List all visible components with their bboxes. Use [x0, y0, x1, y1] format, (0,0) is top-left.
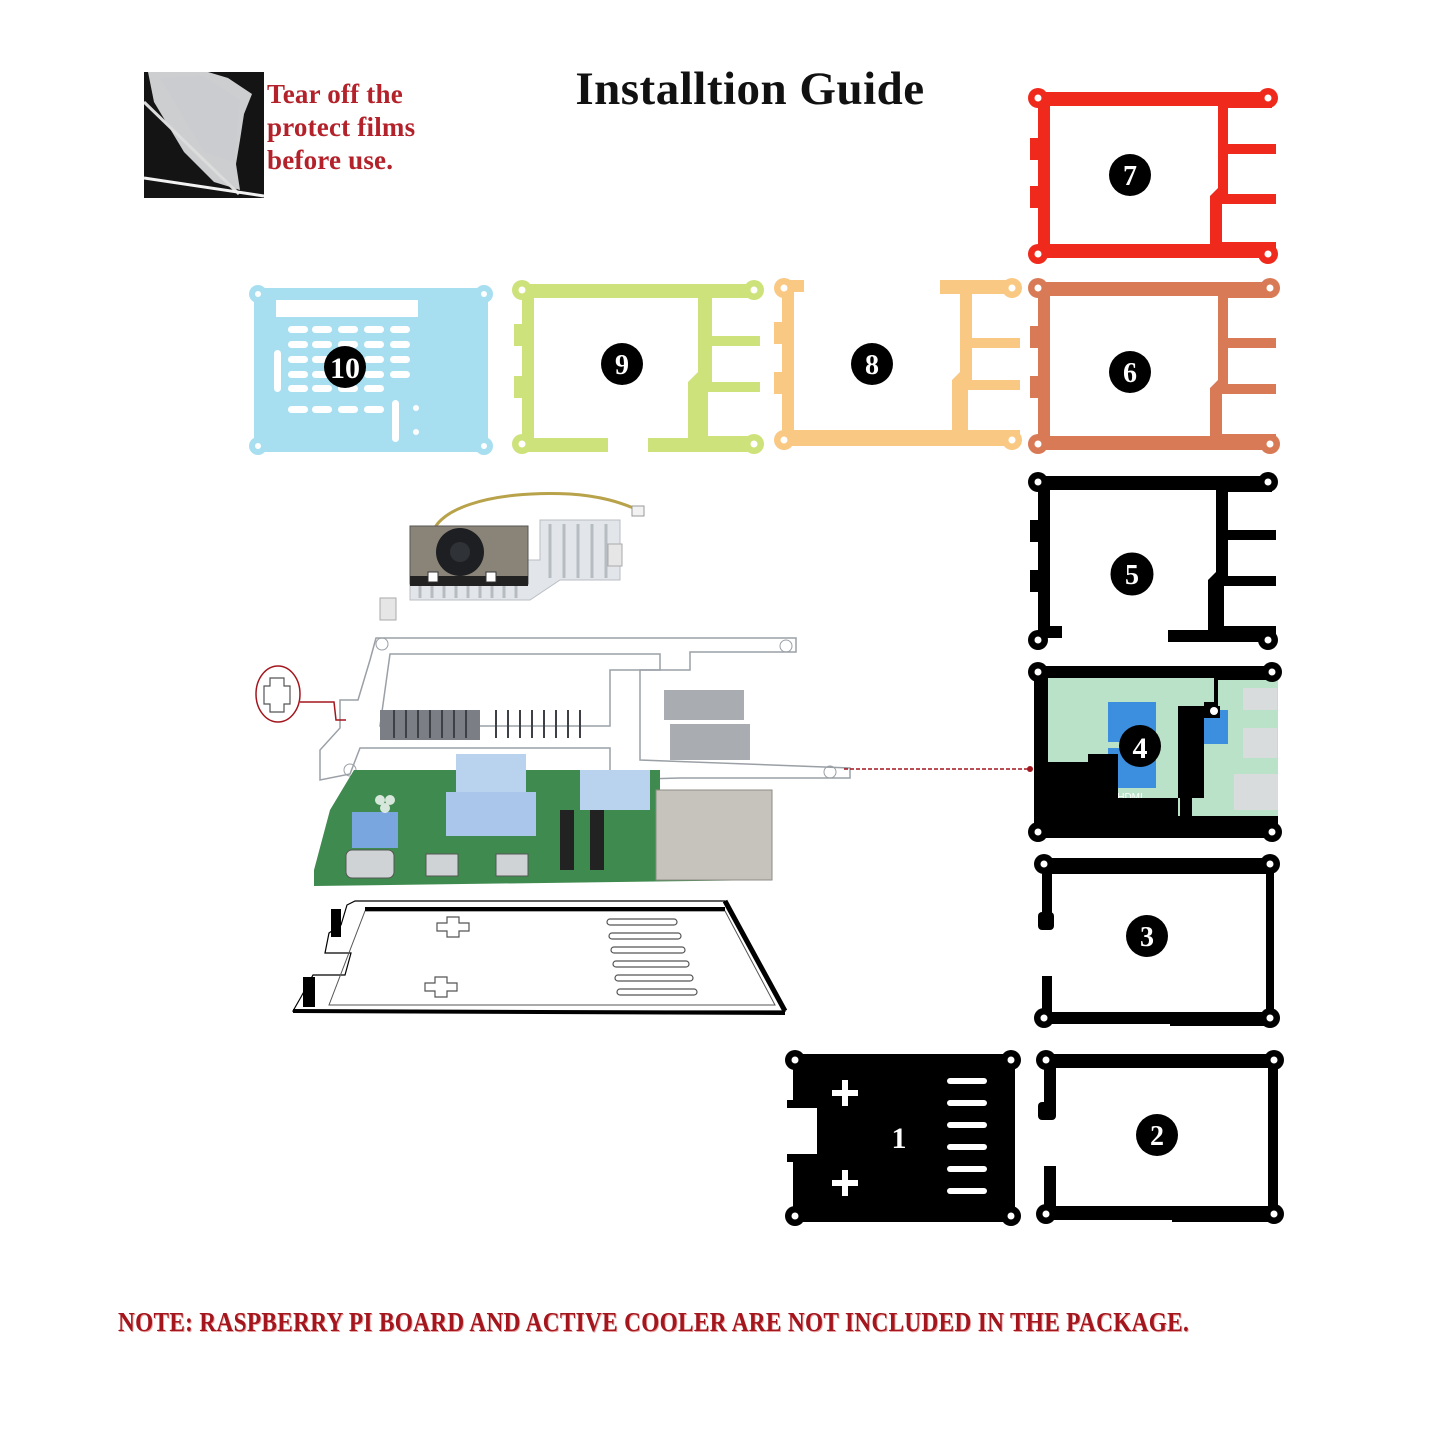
base-plate-outline-image: [291, 899, 788, 1015]
number-badge: [1109, 351, 1151, 393]
badge-number: 8: [865, 350, 879, 381]
badge-number: 10: [330, 352, 360, 385]
number-badge: [851, 343, 893, 385]
protective-film-image: [144, 72, 264, 198]
layer-5-panel: 5: [1028, 472, 1278, 650]
callout-ellipse: [255, 665, 301, 723]
badge-number: 4: [1133, 732, 1148, 765]
layer-1-panel: 1: [785, 1050, 1021, 1226]
number-badge: [1110, 552, 1154, 596]
raspberry-pi-board-image: [314, 690, 773, 886]
active-cooler-image: [379, 492, 645, 621]
layer-6-panel: 6: [1028, 278, 1280, 454]
layer-9-panel: 9: [512, 280, 764, 454]
badge-number: 3: [1140, 922, 1154, 953]
layer-7-panel: 7: [1028, 88, 1278, 264]
layer-7-frame: [1028, 88, 1278, 264]
layer-4-panel: HDMI 4: [1028, 662, 1282, 842]
number-badge: [1126, 915, 1168, 957]
film-instruction: Tear off the protect films before use.: [267, 78, 415, 177]
film-instruction-line: protect films: [267, 112, 416, 142]
badge-number: 6: [1123, 358, 1137, 389]
plus-cutout: [832, 1080, 858, 1106]
hdmi-label: HDMI: [1117, 792, 1143, 803]
number-badge: [1119, 725, 1161, 767]
connector-line: [844, 766, 1033, 772]
layer-10-panel: 10: [249, 285, 493, 455]
number-badge: [601, 343, 643, 385]
badge-number: 5: [1125, 560, 1139, 591]
badge-number: 1: [892, 1122, 907, 1155]
plus-cutout: [832, 1170, 858, 1196]
layer-3-panel: 3: [1034, 854, 1280, 1028]
layer-2-panel: 2: [1036, 1050, 1284, 1224]
raspberry-logo: [375, 795, 395, 813]
number-badge: [324, 346, 366, 388]
layer-8-panel: 8: [774, 278, 1022, 450]
badge-number: 2: [1150, 1121, 1164, 1152]
film-instruction-line: before use.: [267, 145, 394, 175]
number-badge: [1136, 1114, 1178, 1156]
badge-number: 7: [1123, 161, 1137, 192]
badge-number: 9: [615, 350, 629, 381]
package-note: Note: Raspberry Pi board and active cool…: [118, 1307, 1190, 1337]
film-instruction-line: Tear off the: [267, 79, 403, 109]
number-badge: [1109, 154, 1151, 196]
page-title: Installtion Guide: [575, 63, 925, 115]
callout-line: [300, 701, 346, 721]
